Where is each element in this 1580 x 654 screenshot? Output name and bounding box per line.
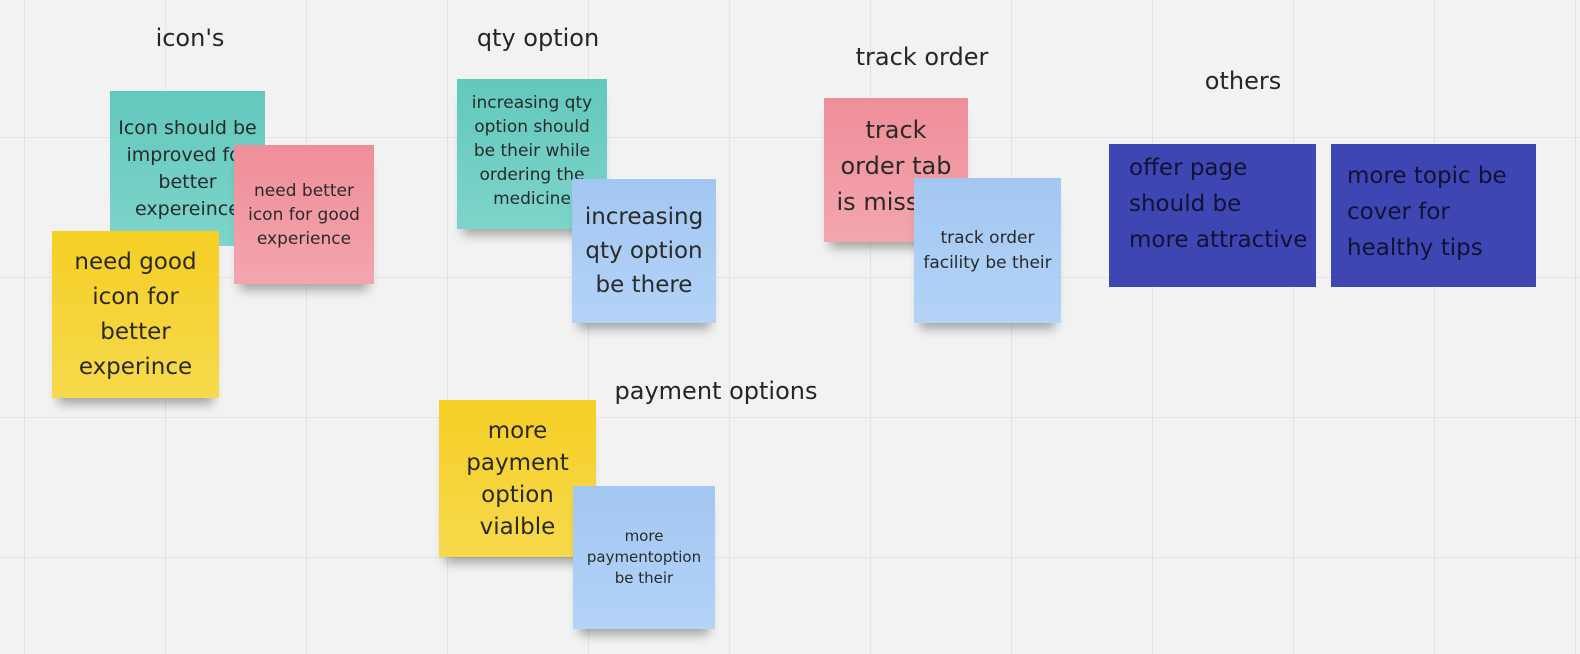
sticky-note[interactable]: offer page should be more attractive [1109,144,1316,287]
sticky-note-text: track order facility be their [923,227,1052,273]
sticky-note-text: offer page should be more attractive [1129,155,1308,253]
sticky-note-text: Icon should be improved for better exper… [118,116,257,220]
sticky-note[interactable]: need better icon for good experience [234,145,374,284]
sticky-note[interactable]: increasing qty option be there [572,179,716,323]
group-title-payment-options[interactable]: payment options [614,377,818,405]
group-title-qty-option[interactable]: qty option [476,24,600,52]
sticky-note-text: need good icon for better experince [74,248,197,380]
sticky-note-text: more topic be cover for healthy tips [1347,163,1507,261]
group-title-icons[interactable]: icon's [155,24,225,52]
sticky-note[interactable]: track order tab is missing [824,98,968,242]
group-title-track-order[interactable]: track order [855,43,989,71]
sticky-note-text: increasing qty option be there [584,204,704,298]
sticky-note[interactable]: need good icon for better experince [52,231,219,398]
sticky-note-text: more paymentoption be their [586,527,702,587]
sticky-note[interactable]: more paymentoption be their [573,486,715,629]
sticky-note-text: more payment option vialble [466,417,569,540]
sticky-note-text: need better icon for good experience [248,180,360,249]
sticky-note[interactable]: more payment option vialble [439,400,596,557]
sticky-note[interactable]: track order facility be their [914,178,1061,323]
sticky-note-text: increasing qty option should be their wh… [471,93,593,209]
group-title-others[interactable]: others [1204,67,1282,95]
sticky-note[interactable]: more topic be cover for healthy tips [1331,144,1536,287]
